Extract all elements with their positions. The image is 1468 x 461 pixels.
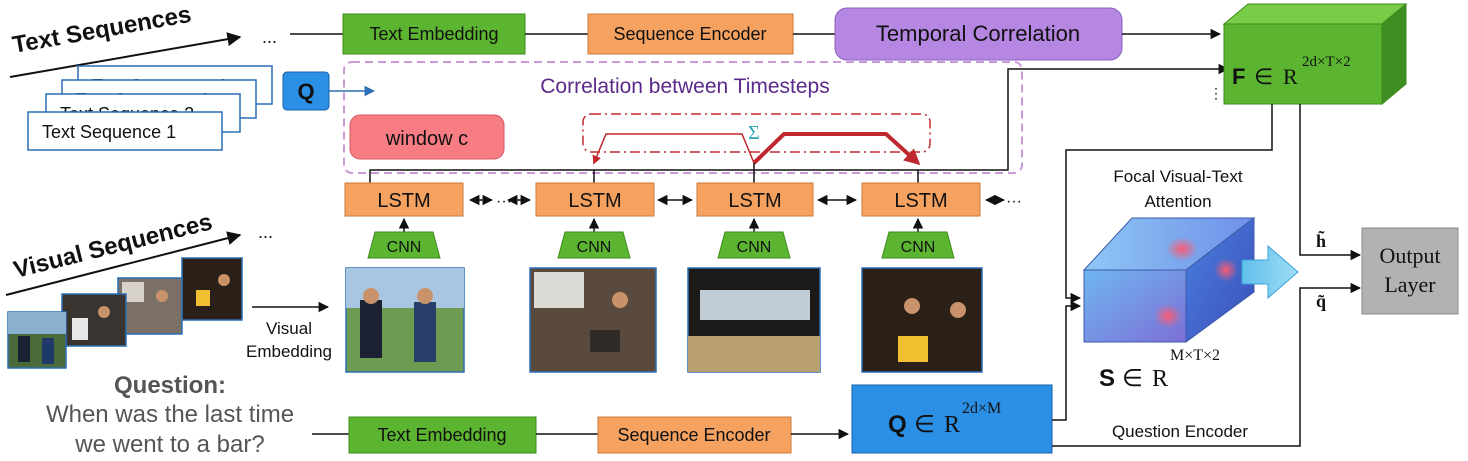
attention-arrow-thin (592, 133, 755, 165)
output-layer-line2: Layer (1384, 272, 1436, 297)
question-superscript: 2d×M (962, 400, 1001, 417)
top-sequence-encoder-box (587, 13, 794, 55)
cnn-trap-1 (367, 231, 441, 259)
visual-sequences-group: Visual Sequences ... Visual Embedding (5, 208, 332, 369)
question-sequence-encoder-label: Sequence Encoder (617, 425, 770, 445)
question-title: Question: (114, 372, 226, 399)
frame-image-1 (345, 267, 465, 373)
question-group: Question: When was the last time we went… (46, 372, 294, 458)
lstm-label-1: LSTM (377, 190, 430, 212)
question-line-2: we went to a bar? (74, 431, 264, 458)
text-sequences-group: Text Sequences ... Text Sequence 4 Text … (9, 1, 277, 151)
output-layer-box (1361, 227, 1459, 315)
visual-embedding-label-2: Embedding (246, 342, 332, 361)
question-sequence-encoder-box (597, 416, 792, 454)
cnn-label-3: CNN (737, 239, 772, 256)
visual-thumb-2 (61, 293, 127, 347)
sigma-region (582, 113, 931, 153)
visual-sequences-ellipsis: ... (258, 222, 273, 242)
cnn-trap-3 (717, 231, 791, 259)
question-q-symbol: Q (888, 411, 907, 438)
frame-image-3 (687, 267, 821, 373)
output-h-label: h̃ (1316, 231, 1326, 251)
feature-superscript: 2d×T×2 (1302, 54, 1351, 70)
visual-thumb-1 (7, 311, 67, 369)
cnn-label-4: CNN (901, 239, 936, 256)
window-c-box (349, 114, 505, 160)
feature-in-symbol: ∈ (1254, 64, 1273, 89)
focal-r-symbol: R (1152, 366, 1168, 392)
lstm-dots-end: ··· (1006, 193, 1022, 210)
text-sequences-ellipsis: ... (262, 27, 277, 47)
top-sequence-encoder-label: Sequence Encoder (613, 24, 766, 44)
lstm-label-2: LSTM (568, 190, 621, 212)
lstm-label-4: LSTM (894, 190, 947, 212)
text-sequences-axis-arrow (9, 32, 242, 78)
attention-arrow-thick (752, 132, 921, 166)
top-text-embedding-label: Text Embedding (369, 24, 498, 44)
cnn-trap-2 (557, 231, 631, 259)
visual-embedding-label-1: Visual (266, 319, 312, 338)
lstm-box-4 (861, 182, 981, 217)
lstm-box-1 (344, 182, 464, 217)
feature-r-symbol: R (1283, 64, 1298, 89)
focal-title-1: Focal Visual-Text (1113, 167, 1242, 186)
feature-vdots: ⋮ (1209, 85, 1223, 101)
lstm-dots: ··· (496, 193, 512, 210)
focal-output-arrow (1241, 244, 1299, 300)
window-c-label: window c (385, 128, 468, 150)
cnn-label-1: CNN (387, 239, 422, 256)
question-in-symbol: ∈ (914, 412, 935, 438)
correlation-label: Correlation between Timesteps (540, 75, 829, 98)
lstm-row: LSTM LSTM LSTM LSTM ··· ··· (344, 182, 1022, 217)
question-text-embedding-label: Text Embedding (377, 425, 506, 445)
lstm-box-3 (696, 182, 814, 217)
q-box-label: Q (297, 79, 314, 104)
focal-title-2: Attention (1144, 192, 1211, 211)
correlation-to-feature-line (369, 63, 1230, 183)
output-layer-line1: Output (1379, 243, 1440, 268)
question-to-focal-line (1052, 300, 1082, 421)
feature-block-f: F ∈ R 2d×T×2 (1222, 2, 1408, 106)
frame-image-4 (861, 267, 983, 373)
lstm-label-3: LSTM (728, 190, 781, 212)
focal-attention-group: Focal Visual-Text Attention S ∈ R M×T×2 (1082, 167, 1256, 392)
question-encoder-label: Question Encoder (1112, 422, 1248, 441)
lstm-box-2 (535, 182, 655, 217)
temporal-correlation-label: Temporal Correlation (876, 21, 1080, 46)
cnn-row: CNN CNN CNN CNN (367, 217, 955, 259)
frame-image-2 (529, 267, 657, 373)
visual-thumb-4 (181, 257, 243, 321)
question-r-symbol: R (944, 412, 960, 438)
sigma-symbol: Σ (748, 122, 760, 144)
text-sequence-card-1 (27, 111, 223, 151)
question-q-box (851, 384, 1053, 454)
question-text-embedding-box (348, 416, 537, 454)
feature-to-output-h-line (1299, 104, 1362, 261)
focal-s-symbol: S (1099, 365, 1115, 392)
correlation-region (343, 61, 1023, 174)
focal-in-symbol: ∈ (1122, 366, 1143, 392)
feature-f-symbol: F (1232, 64, 1245, 89)
visual-thumb-3 (117, 277, 183, 335)
cnn-trap-4 (881, 231, 955, 259)
question-to-output-line (1052, 282, 1362, 447)
cnn-label-2: CNN (577, 239, 612, 256)
focal-superscript: M×T×2 (1170, 347, 1220, 364)
question-line-1: When was the last time (46, 401, 294, 428)
output-q-label: q̃ (1316, 291, 1326, 311)
text-sequence-card-1-label: Text Sequence 1 (42, 122, 176, 142)
visual-sequences-axis-arrow (5, 231, 242, 296)
feature-to-focal-line (1065, 104, 1273, 304)
